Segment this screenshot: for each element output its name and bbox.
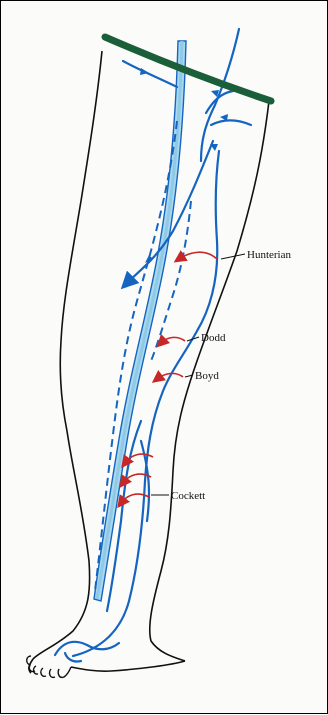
- dodd-label: Dodd: [201, 332, 226, 344]
- toe: [34, 666, 38, 674]
- great-saphenous-vein: [73, 151, 219, 656]
- lateral-upper-vein: [211, 121, 251, 126]
- dodd-perforator-arrow: [161, 337, 185, 343]
- groin-band: [105, 37, 271, 101]
- toe: [58, 667, 71, 677]
- leg-outline-lateral: [33, 51, 102, 659]
- hunterian-label: Hunterian: [247, 249, 291, 261]
- superficial-veins: [55, 29, 251, 662]
- deep-vein-core: [97, 41, 182, 599]
- cockett-label: Cockett: [171, 490, 205, 502]
- toe: [50, 669, 55, 677]
- hunterian-perforator-arrow: [179, 252, 217, 259]
- leg-outline: [29, 51, 269, 673]
- boyd-label: Boyd: [195, 370, 219, 382]
- toe: [41, 668, 46, 676]
- hunterian-leader: [221, 254, 245, 259]
- deep-vein: [94, 41, 186, 601]
- foot-outline: [29, 659, 185, 673]
- upper-tributary-vein: [201, 29, 239, 161]
